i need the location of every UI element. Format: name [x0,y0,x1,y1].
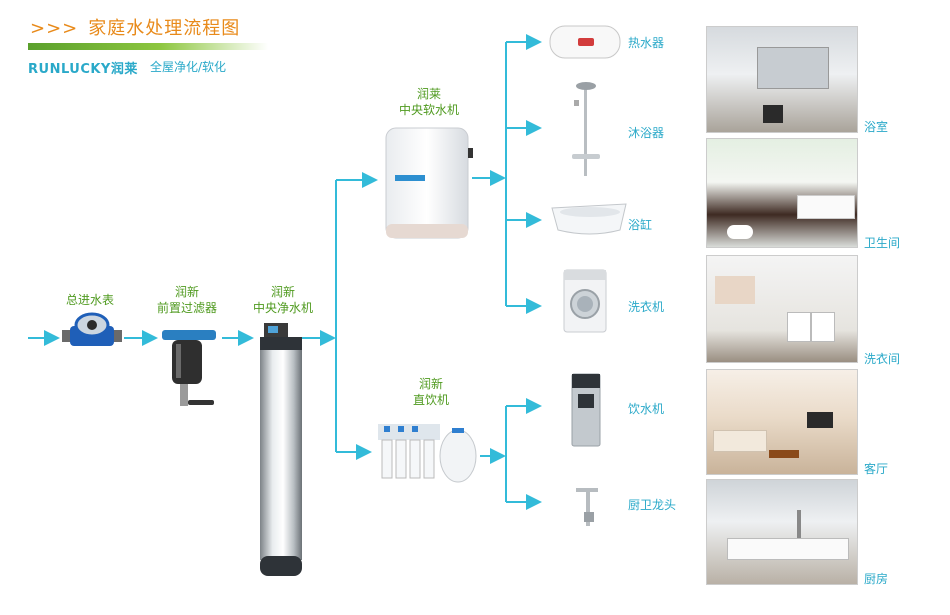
purifier-label: 润新 中央净水机 [248,284,318,316]
bathtub-icon [551,203,627,235]
washroom-photo [706,138,858,248]
shower-icon [572,82,600,176]
page-title: >>> 家庭水处理流程图 [30,14,240,40]
prefilter-icon [162,330,216,406]
central-purifier-icon [260,323,302,576]
tagline: 全屋净化/软化 [150,60,227,74]
living-room-photo [706,369,858,475]
room-label: 浴室 [864,120,889,134]
ro-drinking-machine-icon [378,424,477,483]
washing-machine-icon [563,269,607,333]
softener-brand: 润莱 [416,87,441,101]
title-underline [28,43,268,50]
bathroom-photo [706,26,858,133]
kitchen-photo [706,479,858,585]
brand-logo: RUNLUCKY润莱 [28,62,138,77]
water-heater-icon [549,25,621,59]
prefilter-label: 润新 前置过滤器 [152,284,222,316]
direct-drink-label: 润新 直饮机 [396,376,466,408]
appliance-label: 热水器 [628,36,665,50]
room-label: 卫生间 [864,236,901,250]
title-text: 家庭水处理流程图 [88,18,241,39]
direct-drink-brand: 润新 [418,377,443,391]
appliance-label: 浴缸 [628,218,653,232]
appliance-label: 沐浴器 [628,126,665,140]
water-dispenser-icon [571,373,601,447]
flow-arrows [28,34,542,510]
water-meter-icon [62,312,122,346]
room-label: 洗衣间 [864,352,901,366]
meter-label: 总进水表 [66,293,115,307]
purifier-name: 中央净水机 [252,301,313,315]
direct-drink-name: 直饮机 [412,393,449,407]
purifier-brand: 润新 [270,285,295,299]
room-label: 厨房 [864,572,889,586]
softener-label: 润莱 中央软水机 [394,86,464,118]
appliance-label: 饮水机 [628,402,665,416]
prefilter-brand: 润新 [174,285,199,299]
softener-name: 中央软水机 [398,103,459,117]
laundry-photo [706,255,858,363]
room-label: 客厅 [864,462,889,476]
appliance-label: 洗衣机 [628,300,665,314]
prefilter-name: 前置过滤器 [156,301,217,315]
kitchen-faucet-icon [576,488,598,526]
water-softener-icon [385,127,473,239]
title-arrows: >>> [30,18,79,39]
appliance-label: 厨卫龙头 [628,498,677,512]
